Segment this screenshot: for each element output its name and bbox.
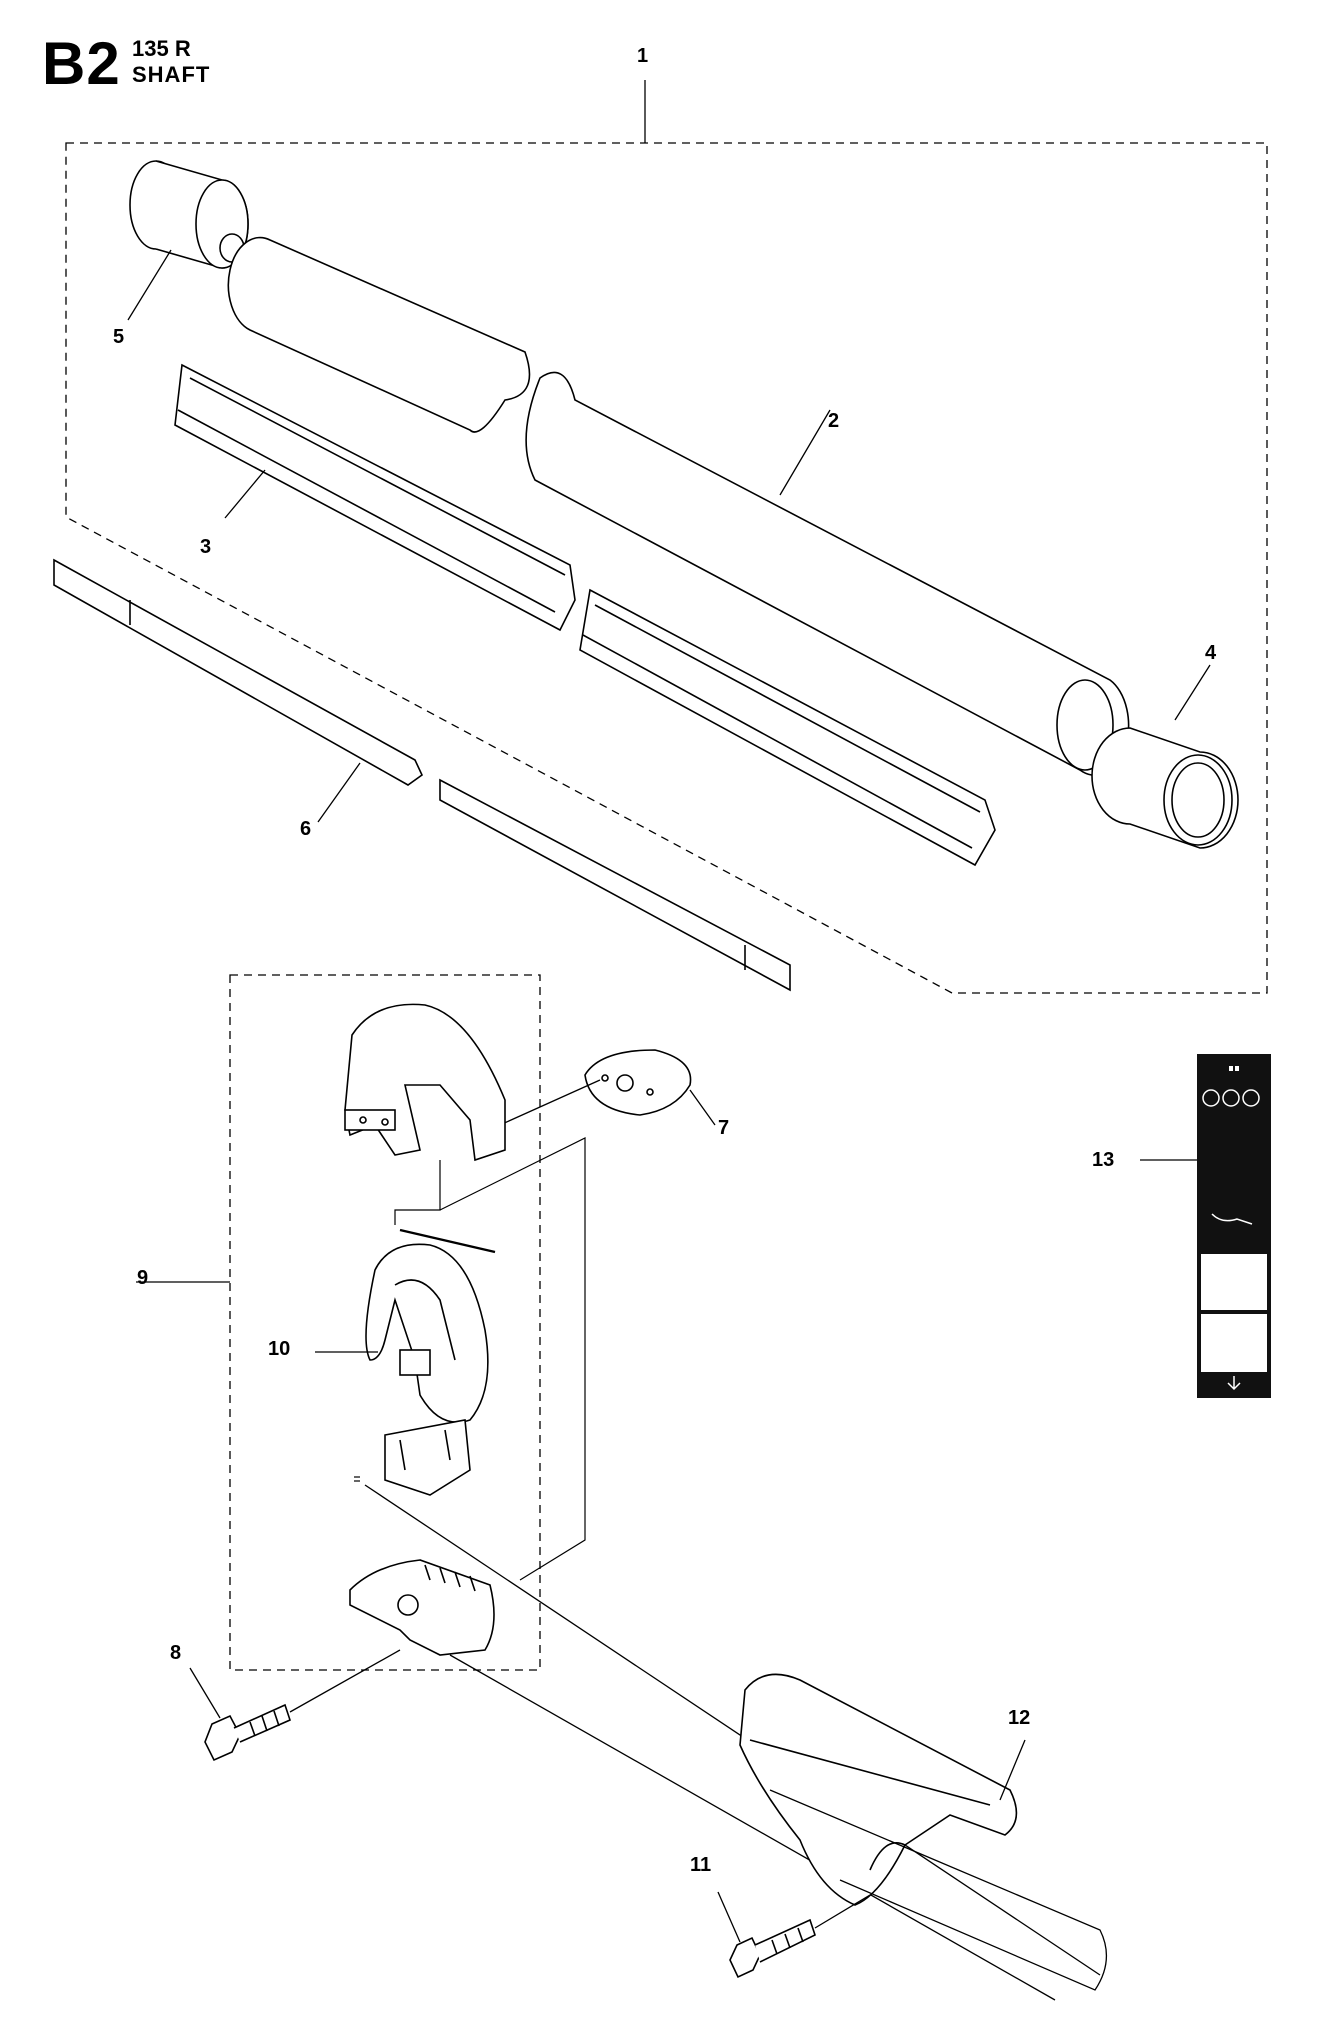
shaft-tube-lower bbox=[769, 1789, 1108, 1991]
callout-6: 6 bbox=[300, 818, 312, 840]
callout-4: 4 bbox=[1205, 642, 1217, 664]
part-4-sleeve bbox=[1091, 727, 1239, 849]
section-code: B2 bbox=[42, 30, 121, 97]
callout-3: 3 bbox=[200, 536, 212, 558]
callout-9: 9 bbox=[137, 1267, 149, 1289]
callout-11: 11 bbox=[690, 1854, 712, 1876]
part-12-guard bbox=[739, 1673, 1018, 1906]
callout-10: 10 bbox=[268, 1338, 291, 1360]
part-7-nut bbox=[584, 1049, 692, 1116]
boot-icon bbox=[1242, 1089, 1260, 1107]
model-name: 135 R bbox=[132, 36, 191, 61]
callout-12: 12 bbox=[1008, 1707, 1031, 1729]
callout-5: 5 bbox=[113, 326, 125, 348]
part-6-drive-shaft bbox=[53, 558, 791, 992]
part-10-handle bbox=[365, 1243, 489, 1424]
part-3-rail bbox=[174, 363, 996, 867]
part-5-sleeve bbox=[129, 160, 249, 269]
assembly-9-outline bbox=[229, 974, 541, 1671]
callout-1: 1 bbox=[637, 45, 649, 67]
callout-7: 7 bbox=[718, 1117, 730, 1139]
clamp-insert bbox=[384, 1419, 471, 1496]
diagram-title: SHAFT bbox=[132, 62, 211, 87]
arrow-down-icon bbox=[1227, 1376, 1241, 1391]
assembly-1-outline bbox=[65, 142, 1268, 994]
callout-8: 8 bbox=[170, 1642, 182, 1664]
callout-2: 2 bbox=[828, 410, 840, 432]
part-13-decal bbox=[1197, 1054, 1271, 1398]
part-11-bolt bbox=[729, 1918, 816, 1979]
callout-13: 13 bbox=[1092, 1149, 1115, 1171]
manual-icon bbox=[1222, 1089, 1240, 1107]
clamp-upper-half bbox=[344, 1003, 506, 1162]
part-8-bolt bbox=[204, 1703, 291, 1762]
part-2-tube bbox=[227, 236, 1130, 777]
clamp-lower-half bbox=[349, 1559, 495, 1656]
throttle-icon bbox=[1211, 1213, 1253, 1225]
helmet-icon bbox=[1202, 1089, 1220, 1107]
